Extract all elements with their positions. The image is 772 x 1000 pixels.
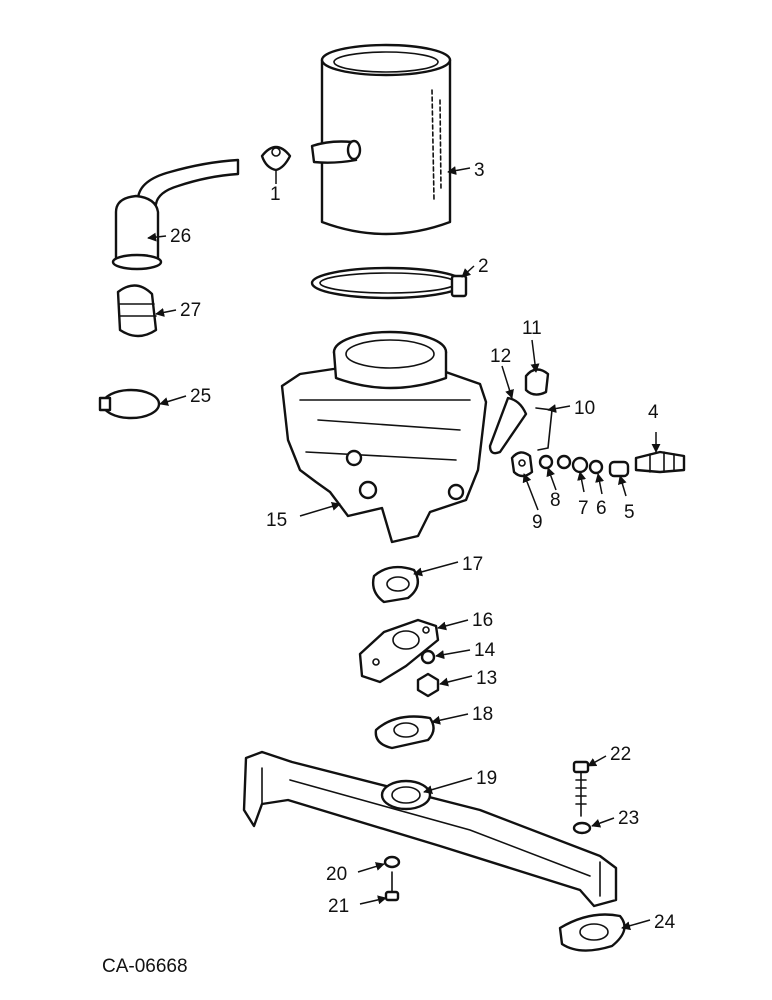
callout-22: 22 (610, 744, 631, 765)
callout-2: 2 (478, 256, 489, 277)
callouts: 1 2 3 4 5 6 7 8 9 10 11 12 13 14 15 16 1… (170, 160, 676, 933)
callout-6: 6 (596, 498, 607, 519)
callout-15: 15 (266, 510, 287, 531)
callout-18: 18 (472, 704, 493, 725)
callout-12: 12 (490, 346, 511, 367)
manifold-gasket (374, 715, 435, 750)
callout-16: 16 (472, 610, 493, 631)
callout-13: 13 (476, 668, 497, 689)
pre-cleaner-bowl (116, 284, 158, 338)
callout-20: 20 (326, 864, 347, 885)
manifold-end-gasket (558, 913, 626, 952)
callout-14: 14 (474, 640, 496, 661)
callout-19: 19 (476, 768, 497, 789)
callout-24: 24 (654, 912, 676, 933)
spacer-plate (358, 618, 440, 684)
throttle-lever (488, 396, 528, 455)
carburetor-body (280, 330, 488, 544)
pre-cleaner (111, 158, 240, 271)
spring-clip (524, 368, 550, 396)
lever-plate (510, 451, 534, 478)
small-bolt (384, 871, 400, 902)
leader-lines (147, 166, 661, 931)
washers (538, 454, 604, 475)
callout-10: 10 (574, 398, 595, 419)
small-washer (383, 855, 401, 869)
intake-manifold (242, 750, 618, 908)
throttle-rod (535, 407, 553, 451)
manifold-bolt (572, 760, 590, 817)
hose-clip (260, 145, 292, 172)
adjusting-screw (608, 460, 630, 478)
figure-id: CA-06668 (102, 956, 188, 977)
callout-27: 27 (180, 300, 201, 321)
callout-26: 26 (170, 226, 191, 247)
callout-21: 21 (328, 896, 349, 917)
band-clamp (98, 388, 161, 420)
fuel-fitting (634, 450, 686, 474)
callout-23: 23 (618, 808, 639, 829)
callout-11: 11 (522, 318, 542, 339)
bolt-washer (572, 821, 592, 835)
callout-1: 1 (270, 184, 281, 205)
callout-9: 9 (532, 512, 543, 533)
lock-washer (420, 649, 436, 665)
air-cleaner-tube (310, 43, 452, 236)
callout-4: 4 (648, 402, 659, 423)
carburetor-gasket (371, 565, 420, 604)
callout-3: 3 (474, 160, 485, 181)
callout-25: 25 (190, 386, 211, 407)
callout-17: 17 (462, 554, 483, 575)
clamp-band (310, 266, 468, 300)
callout-7: 7 (578, 498, 589, 519)
callout-8: 8 (550, 490, 561, 511)
hex-nut (416, 672, 440, 698)
callout-5: 5 (624, 502, 635, 523)
